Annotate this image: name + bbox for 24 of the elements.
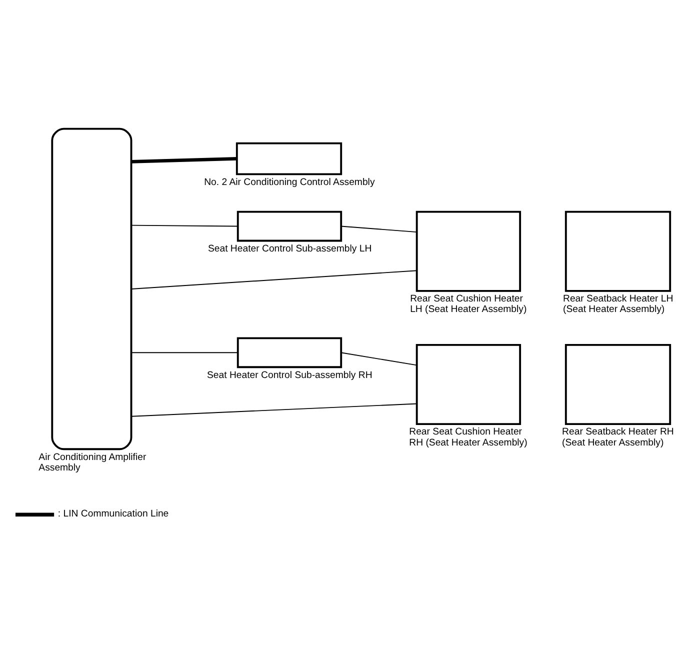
node-box bbox=[416, 210, 522, 292]
connector bbox=[130, 402, 418, 416]
node-box bbox=[236, 210, 342, 242]
node-box bbox=[236, 142, 342, 175]
node-box bbox=[564, 343, 672, 425]
connector bbox=[131, 156, 237, 163]
node-box bbox=[236, 336, 342, 368]
legend-label: : LIN Communication Line bbox=[58, 508, 169, 520]
connector bbox=[130, 224, 238, 226]
node-box bbox=[416, 343, 522, 425]
node-label: Seat Heater Control Sub-assembly LH bbox=[208, 242, 372, 254]
node-label: Rear Seat Cushion Heater LH (Seat Heater Assembly) bbox=[410, 293, 527, 315]
node-label: Rear Seat Cushion Heater RH (Seat Heater Assembly) bbox=[409, 426, 528, 448]
node-box bbox=[564, 210, 672, 292]
node-label: Rear Seatback Heater LH (Seat Heater Assembly) bbox=[563, 293, 674, 315]
connector bbox=[340, 352, 418, 366]
node-label: Rear Seatback Heater RH (Seat Heater Assembly) bbox=[562, 426, 674, 448]
connector bbox=[340, 225, 418, 232]
node-label: Seat Heater Control Sub-assembly RH bbox=[207, 369, 372, 380]
node-label: Air Conditioning Amplifier Assembly bbox=[38, 451, 146, 473]
node-label: No. 2 Air Conditioning Control Assembly bbox=[204, 176, 375, 188]
node-box bbox=[51, 127, 132, 450]
connector bbox=[130, 352, 238, 353]
connector bbox=[130, 270, 418, 289]
